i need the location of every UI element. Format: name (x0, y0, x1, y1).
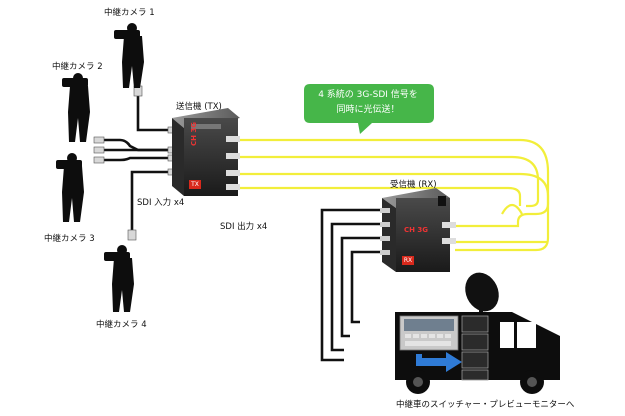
out-cable-4 (350, 250, 380, 324)
fiber-hop (501, 203, 523, 215)
rx-title: 受信機 (RX) (390, 180, 437, 190)
rx-badge: RX (403, 257, 413, 264)
camera-operators (56, 23, 144, 312)
fiber-line-3 (238, 172, 550, 252)
camera-1-label: 中継カメラ 1 (104, 8, 155, 18)
fiber-cables (238, 138, 550, 252)
callout-line-1: 4 系統の 3G-SDI 信号を (318, 90, 418, 100)
sdi-output-cables (320, 208, 380, 362)
fiber-line-1 (238, 138, 550, 228)
cable-connectors (93, 85, 178, 241)
camera-operator-3 (56, 153, 84, 222)
callout-bubble (304, 84, 434, 134)
fiber-line-4 (238, 186, 522, 206)
camera-operator-2 (62, 73, 90, 142)
cable-cam2 (96, 138, 175, 152)
rx-badge-box (402, 256, 414, 265)
out-cable-3 (340, 236, 380, 338)
out-cable-1 (320, 208, 380, 362)
tx-title: 送信機 (TX) (176, 102, 222, 112)
camera-operator-1 (114, 23, 144, 88)
broadcast-van (395, 272, 560, 394)
callout-line-2: 同時に光伝送！ (336, 105, 400, 115)
camera-3-label: 中継カメラ 3 (44, 234, 95, 244)
out-cable-2 (330, 222, 380, 352)
cable-cam1 (136, 88, 175, 132)
sdi-input-label: SDI 入力 x4 (137, 198, 185, 208)
cable-cam4 (130, 170, 175, 232)
sdi-output-label: SDI 出力 x4 (220, 222, 268, 232)
tx-badge-box (189, 180, 201, 189)
callout-text: 4 系統の 3G-SDI 信号を 同時に光伝送！ (304, 84, 432, 123)
cable-cam3 (96, 156, 175, 162)
fiber-line-2 (238, 155, 540, 208)
van-arrow-icon (416, 352, 462, 372)
rx-device (380, 188, 456, 272)
tx-badge: TX (191, 181, 199, 188)
tx-logo: CH 3G (190, 121, 198, 146)
tx-device (172, 108, 240, 196)
camera-operator-4 (104, 245, 134, 312)
camera-2-label: 中継カメラ 2 (52, 62, 103, 72)
camera-4-label: 中継カメラ 4 (96, 320, 147, 330)
van-caption: 中継車のスイッチャー・プレビューモニターへ (396, 400, 575, 410)
rx-logo: CH 3G (404, 226, 429, 234)
sdi-input-cables (96, 88, 175, 232)
